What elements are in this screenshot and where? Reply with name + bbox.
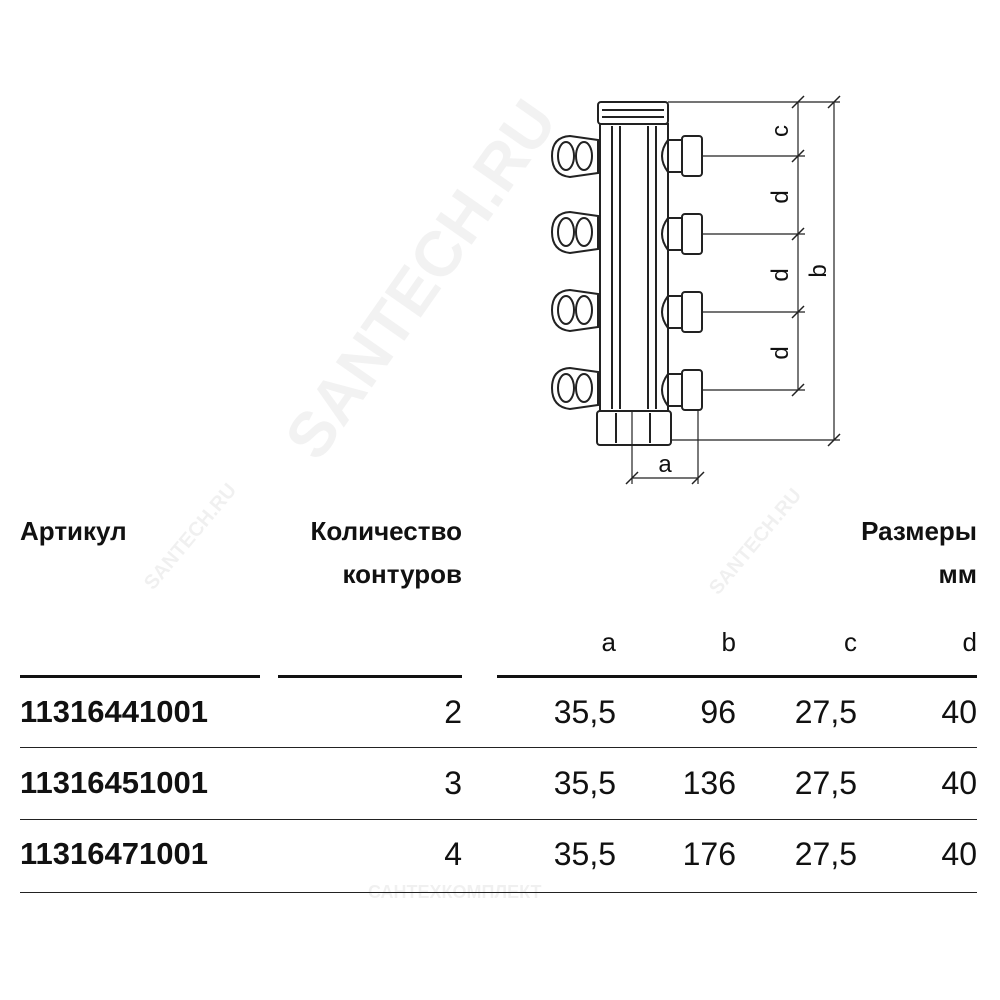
cell-a: 35,5	[553, 694, 616, 730]
manifold-drawing: c d d d b a	[550, 95, 841, 485]
cell-b: 136	[682, 765, 736, 801]
valve-handle	[550, 210, 599, 255]
cell-c: 27,5	[794, 836, 857, 872]
header-dims-line2: мм	[938, 559, 977, 589]
cell-d: 40	[941, 765, 977, 801]
manifold-body	[599, 123, 669, 412]
cell-article: 11316471001	[20, 836, 208, 871]
dim-label-b: b	[805, 264, 832, 277]
dim-label-a: a	[658, 451, 672, 478]
cell-d: 40	[941, 836, 977, 872]
cell-a: 35,5	[553, 765, 616, 801]
cell-d: 40	[941, 694, 977, 730]
cell-b: 176	[682, 836, 736, 872]
cell-b: 96	[700, 694, 736, 730]
header-article: Артикул	[20, 516, 127, 546]
header-rule-middle	[278, 675, 462, 678]
valve-handle	[550, 366, 599, 411]
top-cap	[597, 101, 669, 125]
cell-c: 27,5	[794, 694, 857, 730]
cell-a: 35,5	[553, 836, 616, 872]
col-header-a: a	[601, 627, 616, 657]
col-header-b: b	[721, 627, 736, 657]
col-header-c: c	[844, 627, 857, 657]
row-divider	[20, 892, 977, 893]
cell-circuits: 2	[444, 694, 462, 730]
col-header-d: d	[962, 627, 977, 657]
header-circuits-line2: контуров	[342, 559, 462, 589]
dim-label-d: d	[767, 190, 794, 203]
dimension-lines	[625, 95, 841, 485]
cell-article: 11316441001	[20, 694, 208, 729]
cell-article: 11316451001	[20, 765, 208, 800]
valve-handle	[550, 288, 599, 333]
cell-circuits: 3	[444, 765, 462, 801]
header-rule-left	[20, 675, 260, 678]
header-rule-right	[497, 675, 977, 678]
dim-label-d: d	[767, 268, 794, 281]
dim-label-d: d	[767, 346, 794, 359]
valve-handle	[550, 134, 599, 179]
cell-c: 27,5	[794, 765, 857, 801]
row-divider	[20, 747, 977, 748]
row-divider	[20, 819, 977, 820]
header-dims-line1: Размеры	[861, 516, 977, 546]
header-circuits-line1: Количество	[310, 516, 462, 546]
bottom-nut	[596, 410, 672, 446]
dim-label-c: c	[767, 125, 794, 137]
cell-circuits: 4	[444, 836, 462, 872]
